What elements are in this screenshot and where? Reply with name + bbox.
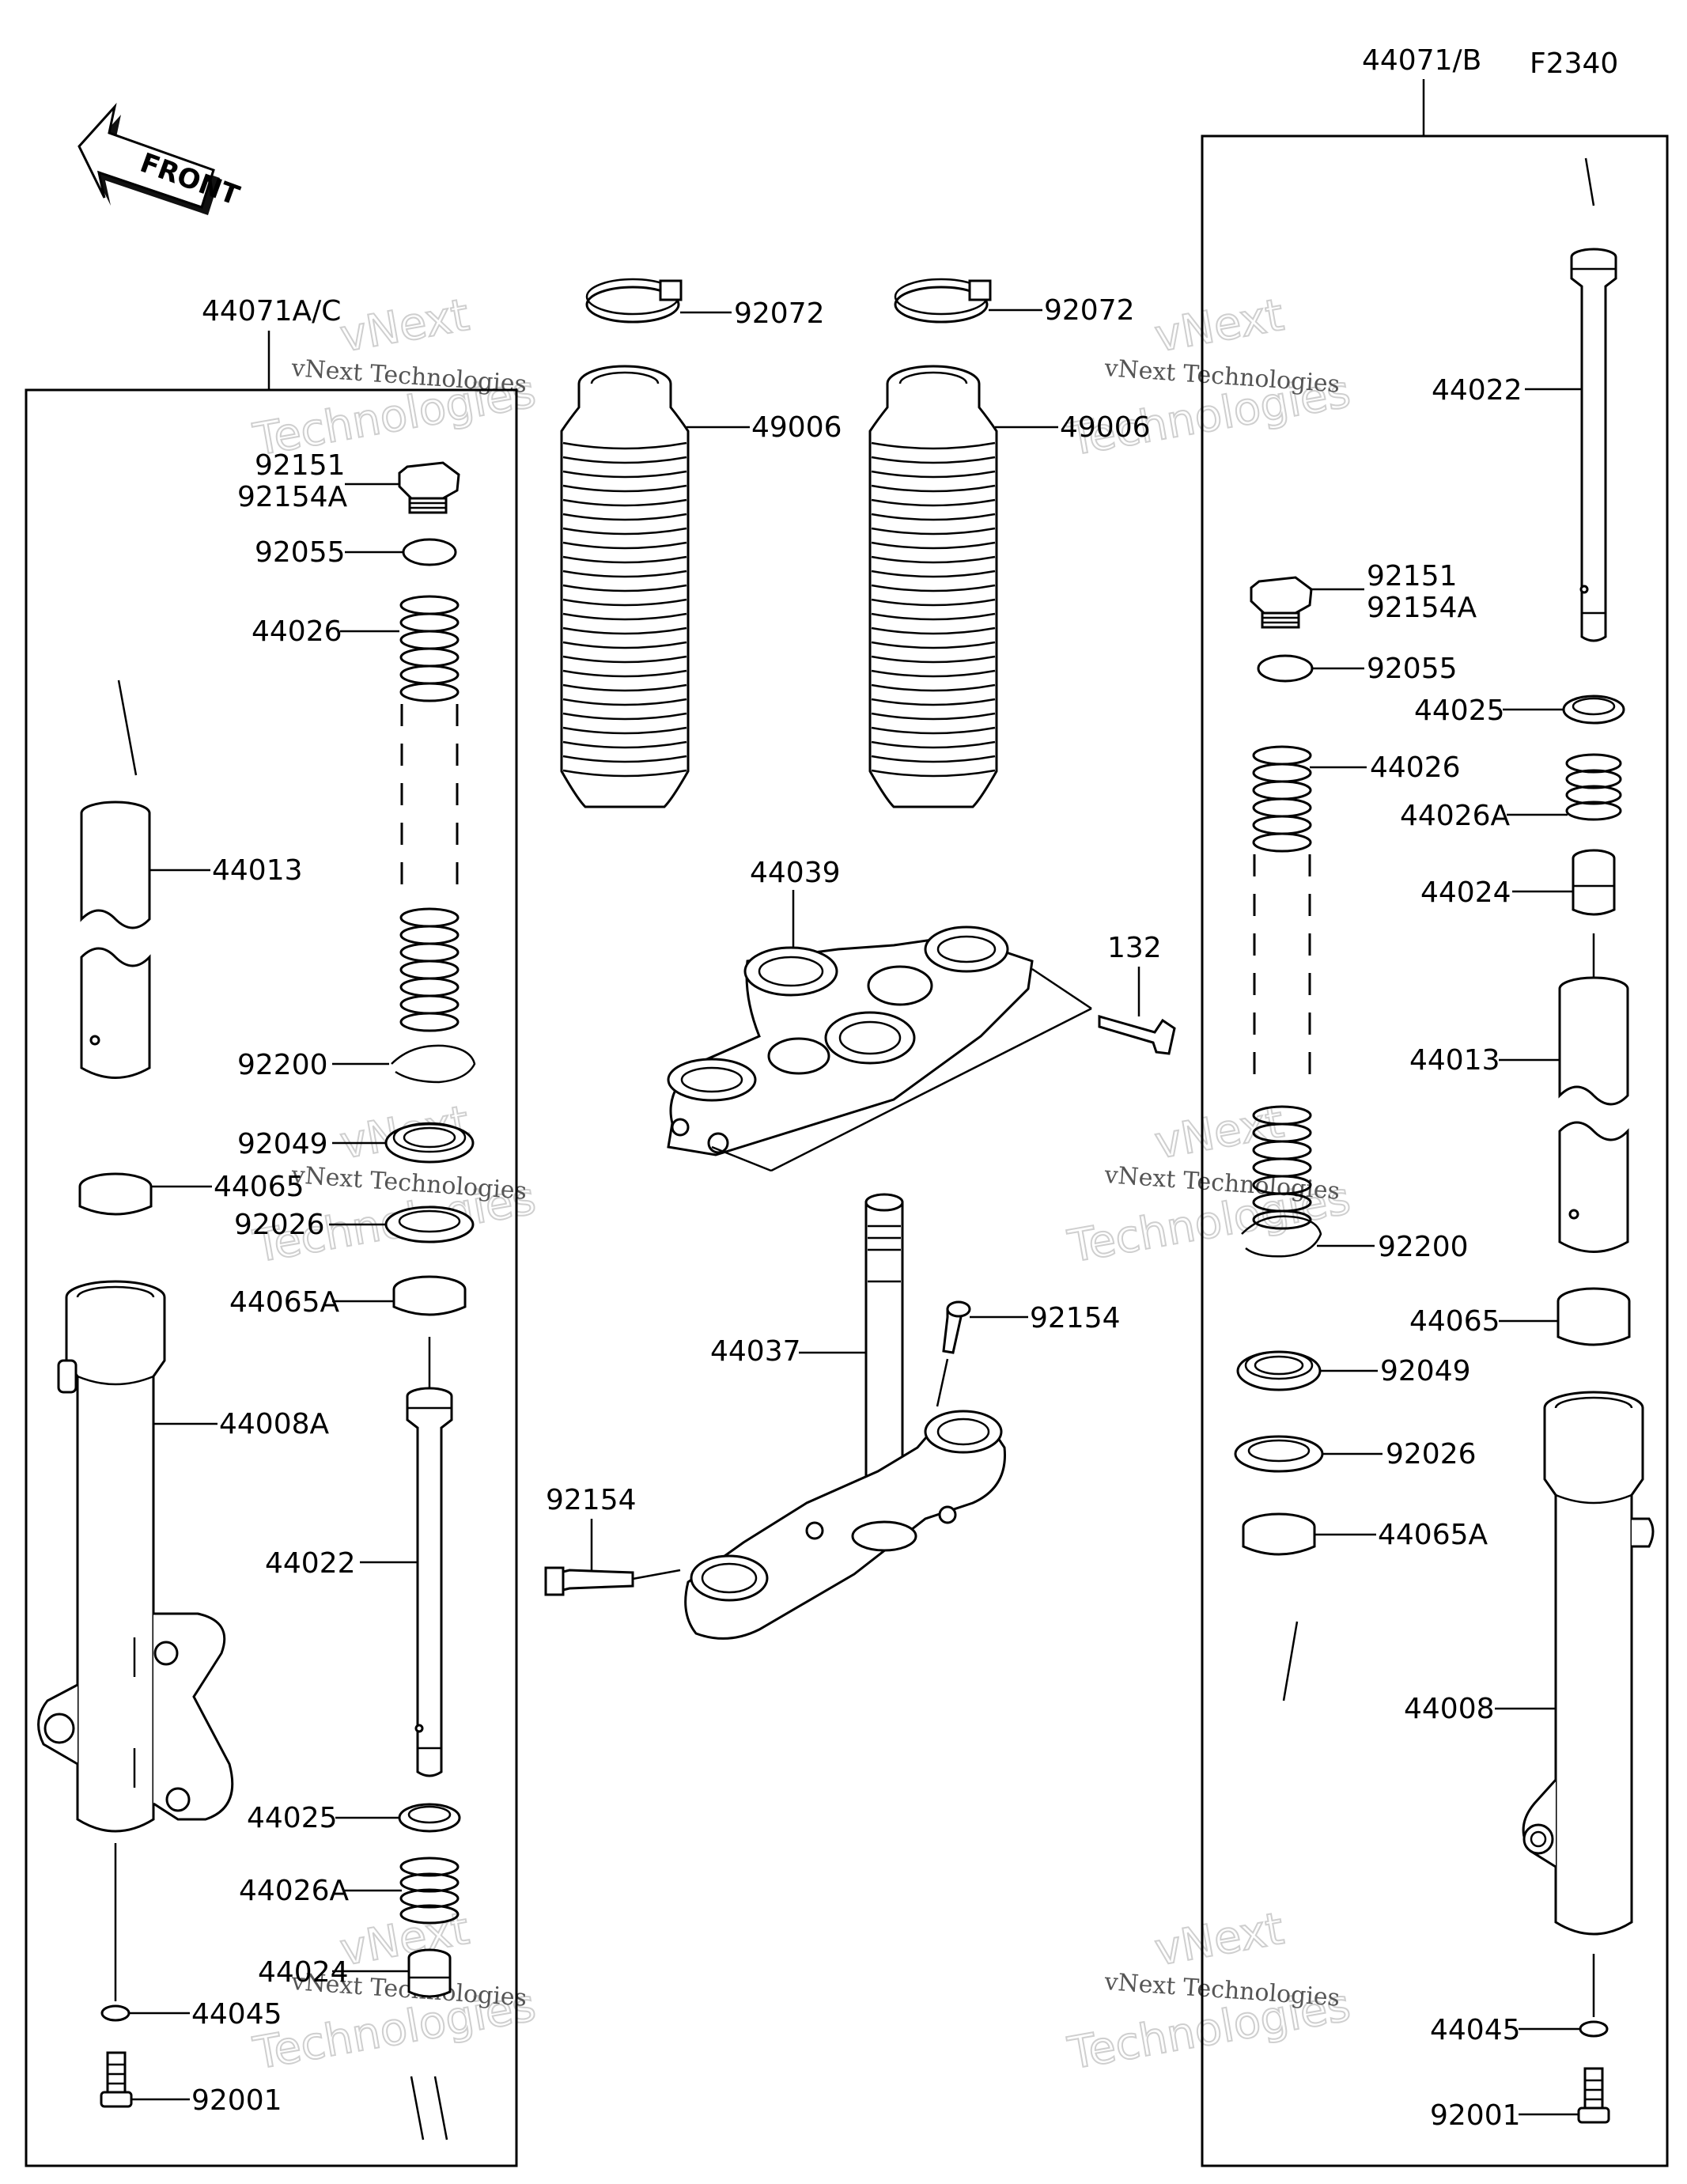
watermark-text: vNext	[336, 290, 472, 362]
part-label: 44013	[212, 854, 303, 887]
circlip-left	[391, 1044, 476, 1084]
fork-spring-right	[1252, 745, 1312, 853]
fork-spring-left	[399, 595, 460, 702]
part-label: 92001	[191, 2084, 282, 2117]
part-label: 92154A	[237, 481, 348, 513]
part-label: 44039	[750, 857, 841, 889]
part-label: 44008A	[219, 1408, 330, 1440]
front-arrow-icon: FRONT	[78, 102, 244, 215]
watermark-text: vNext	[1151, 1903, 1287, 1976]
washer-92026-right	[1234, 1435, 1324, 1473]
circlip-right	[1241, 1215, 1322, 1258]
part-label: 44025	[247, 1802, 338, 1834]
watermarks: vNext Technologies vNext Technologies vN…	[249, 289, 1356, 2080]
part-label: 92049	[237, 1128, 328, 1160]
part-label: 44065	[214, 1171, 304, 1203]
bolt-92154-lower	[544, 1566, 634, 1596]
part-label: 44045	[1430, 2014, 1521, 2046]
diagram-code: F2340	[1530, 47, 1618, 80]
steering-stem	[684, 1193, 1006, 1640]
part-label: 44024	[1420, 876, 1511, 909]
fork-cap-bolt-right	[1250, 576, 1313, 629]
fork-boot-right	[868, 365, 998, 808]
watermark-text: vNext	[1151, 290, 1287, 362]
part-label: 92055	[1367, 653, 1458, 685]
copper-washer-right	[1579, 2020, 1609, 2038]
bush-44065A-left	[392, 1275, 467, 1316]
part-label: 44045	[191, 1998, 282, 2031]
assembly-label-right: 44071/B	[1362, 44, 1481, 77]
part-label: 92151	[255, 449, 346, 482]
part-label: 44008	[1404, 1693, 1495, 1725]
part-label: 44026A	[239, 1875, 350, 1907]
part-label: 92072	[1044, 294, 1135, 327]
part-label: 44022	[265, 1547, 356, 1580]
oil-lock-piece-right	[1572, 849, 1616, 916]
part-label: 92072	[734, 297, 825, 330]
oil-seal-left	[384, 1122, 475, 1164]
oil-seal-right	[1236, 1350, 1322, 1391]
outer-tube-left	[37, 1280, 234, 1833]
part-label: 49006	[751, 411, 842, 444]
bolt-92154-upper	[942, 1300, 971, 1354]
drain-bolt-right	[1577, 2067, 1610, 2124]
assembly-label-left: 44071A/C	[202, 295, 341, 327]
upper-triple-clamp	[667, 925, 1034, 1156]
clamp-right	[894, 278, 992, 324]
part-label: 92026	[234, 1209, 325, 1241]
part-label: 44065A	[229, 1286, 340, 1319]
part-label: 92049	[1380, 1355, 1471, 1387]
bolt-132	[1098, 1015, 1176, 1055]
part-label: 92154A	[1367, 592, 1477, 624]
part-label: 132	[1107, 932, 1162, 964]
outer-tube-right	[1522, 1391, 1655, 1936]
bush-44065-left	[78, 1172, 153, 1216]
right-assembly-box	[1201, 134, 1669, 2167]
rebound-spring-left	[399, 1857, 460, 1925]
part-label: 44024	[258, 1956, 349, 1989]
part-label: 44037	[710, 1335, 801, 1368]
part-label: 92026	[1386, 1438, 1477, 1471]
clamp-left	[585, 278, 683, 324]
part-label: 44065	[1409, 1305, 1500, 1338]
copper-washer-left	[100, 2004, 130, 2022]
part-label: 92151	[1367, 560, 1458, 592]
part-label: 92200	[237, 1049, 328, 1081]
part-label: 92154	[1030, 1302, 1121, 1334]
oil-lock-piece-left	[407, 1948, 452, 1998]
watermark-text: vNext	[336, 1903, 472, 1976]
inner-tube-left	[80, 679, 151, 1079]
damper-rod-left	[406, 1387, 453, 1777]
rebound-spring-right	[1565, 753, 1622, 821]
left-assembly-box	[25, 388, 518, 2167]
part-label: 44025	[1414, 695, 1505, 727]
part-label: 44013	[1409, 1044, 1500, 1077]
fork-boot-left	[560, 365, 690, 808]
spring-seat-right	[1562, 695, 1625, 725]
inner-tube-right	[1558, 933, 1629, 1253]
part-label: 92200	[1378, 1231, 1469, 1263]
part-label: 44065A	[1378, 1519, 1488, 1551]
spring-seat-left	[398, 1803, 461, 1833]
washer-92026-left	[384, 1206, 475, 1243]
drain-bolt-left	[100, 2051, 133, 2108]
fork-cap-bolt-left	[398, 461, 460, 514]
bush-44065A-right	[1242, 1512, 1316, 1556]
part-label: 44022	[1432, 374, 1522, 407]
part-label: 92154	[546, 1484, 637, 1516]
part-label: 92001	[1430, 2099, 1521, 2132]
part-label: 92055	[255, 536, 346, 569]
part-label: 49006	[1060, 411, 1151, 444]
bush-44065-right	[1557, 1287, 1631, 1346]
o-ring-left	[402, 538, 457, 566]
part-label: 44026A	[1400, 800, 1511, 832]
o-ring-right	[1257, 654, 1314, 683]
part-label: 44026	[1370, 751, 1461, 784]
damper-rod-right	[1570, 248, 1617, 642]
part-label: 44026	[252, 615, 342, 648]
